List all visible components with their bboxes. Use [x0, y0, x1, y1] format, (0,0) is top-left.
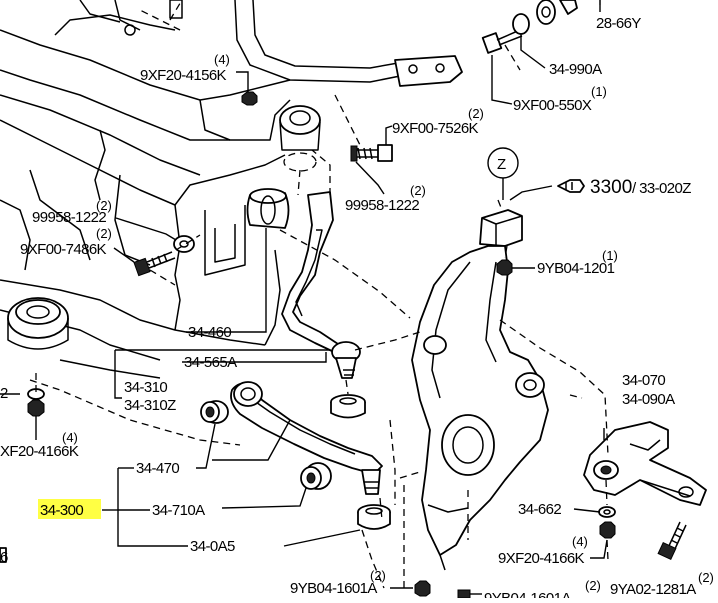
qty-7486k: (2) [96, 226, 112, 241]
label-34-070: 34-070 [622, 372, 665, 389]
qty-1281a: (2) [698, 570, 714, 585]
bracket-34-070 [583, 421, 707, 506]
label-9ya02-1281a: 9YA02-1281A [610, 581, 696, 598]
nuts-bottom [0, 547, 471, 599]
qty-550x: (1) [591, 84, 607, 99]
label-99958-1222-left: 99958-1222 [32, 209, 106, 226]
qty-4156k: (4) [214, 52, 230, 67]
label-34-990a: 34-990A [549, 61, 602, 78]
label-28-66y: 28-66Y [596, 15, 641, 32]
qty-1601a-b: (2) [585, 578, 601, 593]
label-34-565a: 34-565A [184, 354, 237, 371]
view-marker-z [487, 147, 519, 200]
qty-4166k-right: (4) [572, 534, 588, 549]
label-2-left: 2 [0, 385, 8, 402]
top-right-hardware [481, 0, 601, 54]
label-9yb04-1601a: 9YB04-1601A [290, 580, 377, 597]
bolt-7486k [133, 235, 195, 277]
label-z: Z [497, 156, 506, 173]
leader-lines [0, 5, 608, 595]
label-34-460: 34-460 [188, 324, 231, 341]
label-34-662: 34-662 [518, 501, 561, 518]
qty-1601a: (2) [370, 568, 386, 583]
boot-34-0a5 [357, 504, 391, 530]
label-34-090a: 34-090A [622, 391, 675, 408]
nut-4166k-left [27, 388, 45, 417]
qty-1201: (1) [602, 248, 618, 263]
label-9xf20-4166k-right: 9XF20-4166K [498, 550, 585, 567]
nut-1201 [496, 259, 513, 276]
assembly-lines [29, 0, 609, 589]
qty-99958-r: (2) [410, 183, 426, 198]
control-arm-34-300 [230, 381, 383, 495]
hardware-bottom-right [598, 506, 687, 561]
reference-arrow-icon [557, 179, 585, 193]
bushing-34-710a [300, 462, 332, 490]
qty-7526k: (2) [468, 106, 484, 121]
bushing-34-470 [200, 400, 229, 424]
subframe-bushing [246, 188, 290, 229]
label-3300: 3300 [590, 177, 632, 198]
label-34-710a: 34-710A [152, 502, 205, 519]
label-34-310: 34-310 [124, 379, 167, 396]
label-9yb04-1601a-b: 9YB04-1601A [484, 590, 571, 598]
qty-4166k-left: (4) [62, 430, 78, 445]
label-9xf00-7526k: 9XF00-7526K [392, 120, 479, 137]
label-99958-1222-right: 99958-1222 [345, 197, 419, 214]
label-33-020z: / 33-020Z [632, 180, 691, 197]
highlight-34-300 [38, 499, 101, 519]
bolt-7526k [350, 144, 393, 162]
label-34-470: 34-470 [136, 460, 179, 477]
front-subframe [0, 14, 321, 379]
nut-4156k [241, 91, 258, 106]
label-34-310z: 34-310Z [124, 397, 176, 414]
callout-labels: 28-66Y 34-990A (1) 9XF00-550X (4) 9XF20-… [0, 15, 714, 603]
label-xf20-4166k-left: XF20-4166K [0, 443, 79, 460]
label-9xf20-4156k: 9XF20-4156K [140, 67, 227, 84]
label-9yb04-1201: 9YB04-1201 [537, 260, 615, 277]
stabilizer-bar [79, 0, 463, 87]
label-34-0a5: 34-0A5 [190, 538, 235, 555]
label-9xf00-7486k: 9XF00-7486K [20, 241, 107, 258]
label-6: 6 [0, 549, 8, 566]
control-arm-34-460 [281, 191, 361, 379]
label-34-300[interactable]: 34-300 [40, 502, 84, 519]
label-9xf00-550x: 9XF00-550X [513, 97, 592, 114]
qty-99958-l: (2) [96, 198, 112, 213]
boot-34-565a [330, 394, 366, 419]
steering-knuckle [411, 209, 549, 571]
